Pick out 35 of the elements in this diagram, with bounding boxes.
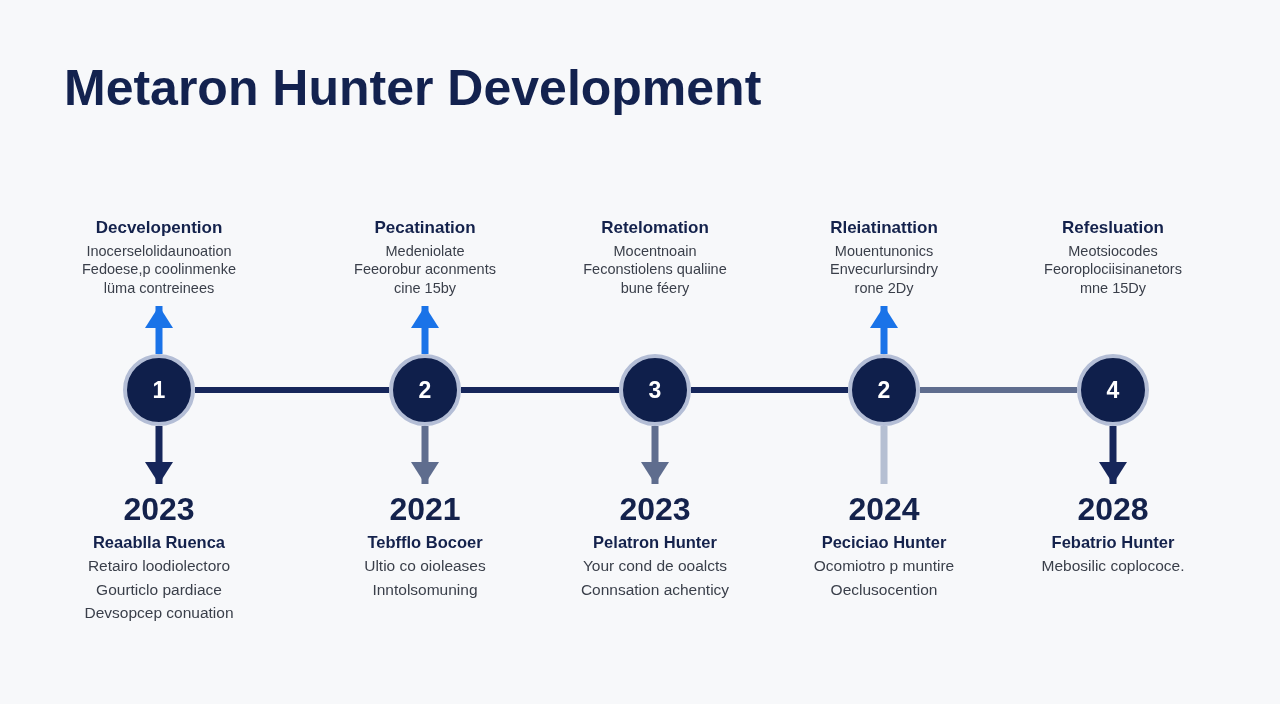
milestone-heading: Decvelopention <box>95 216 223 239</box>
milestone-description: Retairo loodiolectoro Gourticlo pardiace Devsopcep conuation <box>84 556 234 623</box>
step-circle: 2 <box>848 354 920 426</box>
year-label: 2021 <box>389 492 461 526</box>
milestone-heading: Peciciao Hunter <box>821 532 947 553</box>
milestone-heading: Reaablla Ruenca <box>92 532 226 553</box>
year-label: 2023 <box>619 492 691 526</box>
milestone-heading: Tebfflo Bocoer <box>367 532 483 553</box>
milestone-heading: Febatrio Hunter <box>1051 532 1175 553</box>
step-circle: 4 <box>1077 354 1149 426</box>
step-circle: 1 <box>123 354 195 426</box>
year-label: 2023 <box>123 492 195 526</box>
connector-line <box>691 387 848 393</box>
milestone-description: Meotsiocodes Feoroplociisinanetors mne 15Dy <box>1044 241 1182 297</box>
milestone-description: Inocerselolidaunoation Fedoese,p coolinmenke lüma contreinees <box>82 241 236 297</box>
step-circle: 2 <box>389 354 461 426</box>
milestone-description: Your cond de ooalcts Connsation achenticy <box>580 556 730 600</box>
connector-line <box>920 387 1077 393</box>
milestone-description: Mebosilic coplococe. <box>1041 556 1185 576</box>
milestone-heading: Retelomation <box>601 216 709 239</box>
year-label: 2024 <box>848 492 920 526</box>
year-label: 2028 <box>1077 492 1149 526</box>
milestone-description: Medeniolate Feeorobur aconments cine 15by <box>354 241 496 297</box>
connector-line <box>461 387 619 393</box>
milestone-heading: Refesluation <box>1062 216 1164 239</box>
milestone-description: Mouentunonics Envecurlursindry rone 2Dy <box>830 241 938 297</box>
milestone-heading: Rleiatinattion <box>830 216 938 239</box>
milestone-description: Ultio co oioleases Inntolsomuning <box>364 556 486 600</box>
title: Metaron Hunter Development <box>64 60 762 116</box>
step-circle: 3 <box>619 354 691 426</box>
milestone-heading: Pecatination <box>374 216 476 239</box>
milestone-description: Mocentnoain Feconstiolens qualiine bune féery <box>583 241 727 297</box>
milestone-heading: Pelatron Hunter <box>593 532 717 553</box>
connector-line <box>195 387 389 393</box>
milestone-description: Ocomiotro p muntire Oeclusocention <box>813 556 955 600</box>
